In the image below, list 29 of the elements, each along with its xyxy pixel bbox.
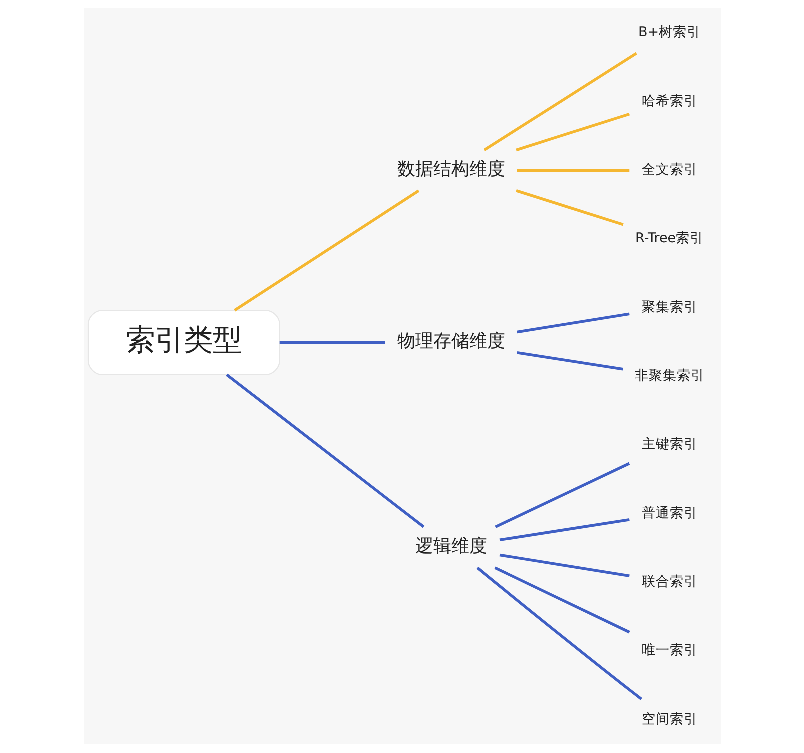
node-text: 逻辑维度 xyxy=(414,536,487,557)
connector xyxy=(226,374,424,528)
node-text: B+树索引 xyxy=(638,24,701,41)
node-text: 聚集索引 xyxy=(641,299,698,316)
node-text: 唯一索引 xyxy=(641,642,698,659)
connector xyxy=(499,518,630,542)
connector xyxy=(494,566,630,634)
connector xyxy=(279,341,385,344)
node-text: 数据结构维度 xyxy=(396,158,505,180)
node-text: 主键索引 xyxy=(641,436,698,453)
node-text: 全文索引 xyxy=(641,162,698,178)
node-text: 空间索引 xyxy=(641,711,698,728)
connector xyxy=(483,52,637,152)
connector xyxy=(494,462,630,528)
connector xyxy=(516,312,630,334)
node-text: 普通索引 xyxy=(641,505,698,522)
connector xyxy=(516,351,623,371)
connector xyxy=(234,190,420,312)
node-text: 物理存储维度 xyxy=(396,331,505,352)
connector xyxy=(476,566,642,700)
connector xyxy=(499,554,630,578)
node-text: 非聚集索引 xyxy=(634,368,704,384)
node-box: 索引类型 xyxy=(87,310,280,376)
connector xyxy=(516,190,624,226)
node-text: R-Tree索引 xyxy=(634,230,704,247)
node-text: 联合索引 xyxy=(641,574,698,590)
connector xyxy=(516,169,630,172)
node-text: 哈希索引 xyxy=(641,93,698,110)
connector xyxy=(516,112,630,152)
